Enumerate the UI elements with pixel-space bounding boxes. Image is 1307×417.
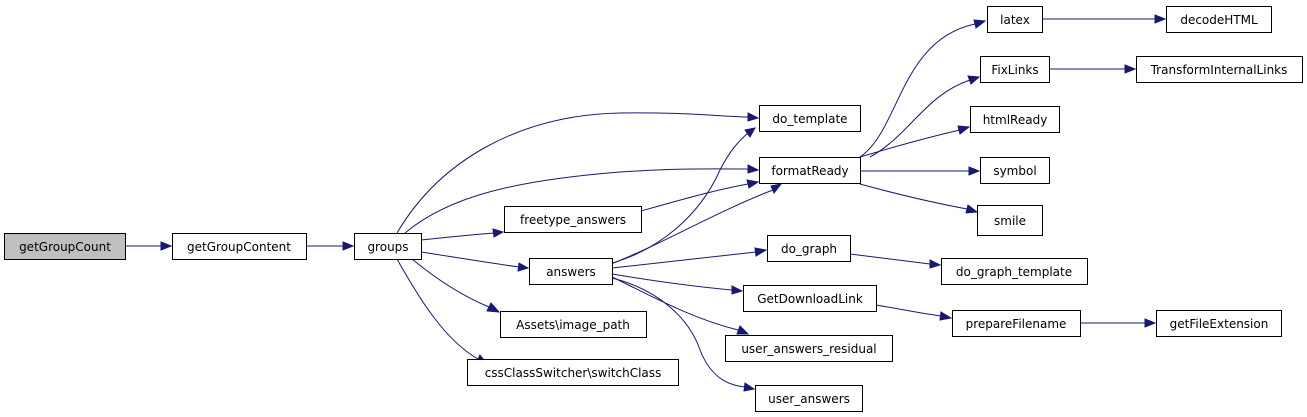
node-getgroupcontent[interactable]: getGroupContent (172, 233, 307, 260)
edge-answers-getdownloadlink (611, 273, 744, 295)
node-fixlinks[interactable]: FixLinks (980, 56, 1050, 83)
node-label: cssClassSwitcher\switchClass (485, 366, 662, 380)
node-label: getGroupCount (19, 240, 111, 254)
edge-preparefilename-getfileextension (1080, 318, 1157, 328)
node-answers[interactable]: answers (529, 258, 613, 285)
node-transforminternallinks[interactable]: TransformInternalLinks (1136, 56, 1303, 83)
node-label: groups (367, 240, 408, 254)
node-label: prepareFilename (966, 317, 1067, 331)
node-freetype-answers[interactable]: freetype_answers (504, 206, 642, 233)
node-label: do_graph_template (956, 265, 1072, 279)
node-label: htmlReady (983, 113, 1048, 127)
edge-getgroupcount-getgroupcontent (125, 241, 173, 251)
node-label: do_template (772, 112, 847, 126)
edge-answers-user-answers (611, 277, 756, 392)
edge-formatready-fixlinks (869, 75, 981, 158)
node-do-graph-template[interactable]: do_graph_template (941, 258, 1088, 285)
node-label: Assets\image_path (516, 318, 630, 332)
node-do-template[interactable]: do_template (759, 105, 861, 132)
node-label: GetDownloadLink (757, 292, 863, 306)
node-label: user_answers (768, 392, 850, 406)
edge-answers-user-answers-residual (611, 276, 750, 335)
node-getgroupcount[interactable]: getGroupCount (4, 233, 126, 260)
edge-answers-formatready (610, 183, 783, 265)
node-decodehtml[interactable]: decodeHTML (1166, 6, 1272, 33)
edge-groups-do-template (396, 112, 760, 234)
node-groups[interactable]: groups (354, 233, 422, 260)
edge-getgroupcontent-groups (306, 241, 355, 251)
node-htmlready[interactable]: htmlReady (970, 106, 1060, 133)
edge-answers-do-graph (611, 247, 768, 269)
node-assets-image-path[interactable]: Assets\image_path (500, 311, 647, 338)
edge-groups-formatready (404, 164, 760, 234)
edge-latex-decodehtml (1042, 14, 1167, 24)
node-label: TransformInternalLinks (1150, 63, 1288, 77)
node-label: getGroupContent (187, 240, 291, 254)
node-label: latex (1000, 13, 1030, 27)
edge-groups-freetype-answers (420, 228, 505, 241)
node-label: freetype_answers (520, 213, 626, 227)
edge-formatready-symbol (860, 166, 981, 176)
node-label: smile (994, 214, 1026, 228)
edge-do-graph-do-graph-template (849, 253, 942, 269)
node-label: answers (546, 265, 596, 279)
node-label: formatReady (771, 164, 848, 178)
node-label: do_graph (781, 242, 837, 256)
edge-groups-assets-image-path (411, 258, 501, 313)
edge-groups-answers (420, 251, 530, 272)
edge-groups-cssclassswitcher (396, 258, 490, 366)
edge-freetype-answers-formatready (640, 179, 760, 212)
node-symbol[interactable]: symbol (980, 157, 1050, 184)
node-cssclassswitcher-switchclass[interactable]: cssClassSwitcher\switchClass (467, 359, 679, 386)
node-label: FixLinks (991, 63, 1038, 77)
edge-fixlinks-transforminternallinks (1049, 64, 1137, 74)
edge-formatready-htmlready (859, 125, 971, 158)
node-do-graph[interactable]: do_graph (767, 235, 851, 262)
node-preparefilename[interactable]: prepareFilename (952, 310, 1081, 337)
node-smile[interactable]: smile (977, 205, 1043, 236)
edge-formatready-smile (859, 183, 979, 214)
edge-getdownloadlink-preparefilename (875, 304, 953, 321)
node-label: decodeHTML (1180, 13, 1258, 27)
edge-answers-do-template (608, 127, 756, 265)
node-getfileextension[interactable]: getFileExtension (1156, 310, 1282, 337)
node-label: getFileExtension (1170, 317, 1269, 331)
node-getdownloadlink[interactable]: GetDownloadLink (743, 285, 877, 312)
node-user-answers-residual[interactable]: user_answers_residual (725, 335, 893, 362)
node-latex[interactable]: latex (987, 6, 1043, 33)
node-label: symbol (993, 164, 1036, 178)
node-label: user_answers_residual (741, 342, 876, 356)
node-formatready[interactable]: formatReady (759, 157, 861, 184)
edge-formatready-latex (859, 19, 987, 158)
node-user-answers[interactable]: user_answers (755, 385, 863, 412)
